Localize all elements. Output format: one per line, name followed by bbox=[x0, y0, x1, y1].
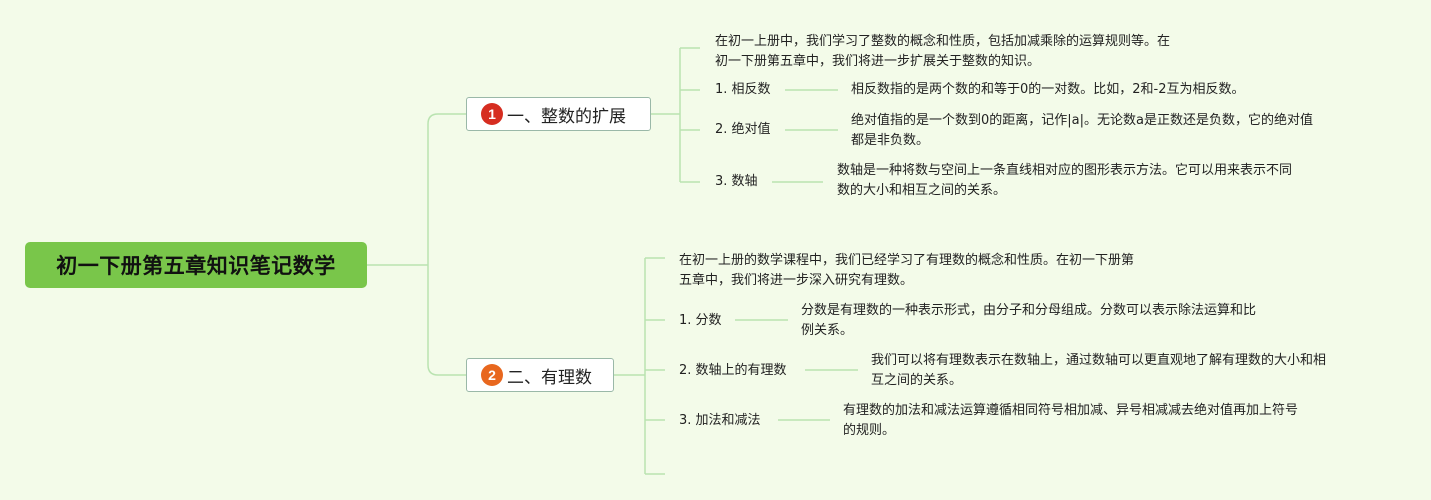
topic-addition-subtraction[interactable]: 3. 加法和减法 bbox=[679, 413, 761, 428]
branch-title: 二、有理数 bbox=[507, 367, 592, 388]
topic-desc: 有理数的加法和减法运算遵循相同符号相加减、异号相减减去绝对值再加上符号 的规则。 bbox=[843, 403, 1299, 438]
branch-intro: 在初一上册的数学课程中，我们已经学习了有理数的概念和性质。在初一下册第 五章中，… bbox=[679, 253, 1135, 288]
branch-title: 一、整数的扩展 bbox=[507, 106, 626, 127]
priority-1-icon: 1 bbox=[481, 103, 503, 125]
topic-number-line[interactable]: 3. 数轴 bbox=[715, 174, 758, 189]
branch-integer-extension[interactable]: 1 一、整数的扩展 bbox=[466, 97, 651, 131]
topic-absolute-value[interactable]: 2. 绝对值 bbox=[715, 122, 771, 137]
root-topic[interactable]: 初一下册第五章知识笔记数学 bbox=[25, 242, 367, 288]
topic-desc: 绝对值指的是一个数到0的距离，记作|a|。无论数a是正数还是负数，它的绝对值 都… bbox=[851, 113, 1313, 148]
topic-rationals-on-line[interactable]: 2. 数轴上的有理数 bbox=[679, 363, 787, 378]
topic-fractions[interactable]: 1. 分数 bbox=[679, 313, 722, 328]
root-topic-title: 初一下册第五章知识笔记数学 bbox=[56, 254, 336, 278]
topic-desc: 我们可以将有理数表示在数轴上，通过数轴可以更直观地了解有理数的大小和相 互之间的… bbox=[871, 353, 1327, 388]
priority-2-icon: 2 bbox=[481, 364, 503, 386]
topic-desc: 相反数指的是两个数的和等于0的一对数。比如，2和-2互为相反数。 bbox=[851, 82, 1245, 97]
branch-intro: 在初一上册中，我们学习了整数的概念和性质，包括加减乘除的运算规则等。在 初一下册… bbox=[715, 34, 1171, 69]
topic-opposite-numbers[interactable]: 1. 相反数 bbox=[715, 82, 771, 97]
topic-desc: 分数是有理数的一种表示形式，由分子和分母组成。分数可以表示除法运算和比 例关系。 bbox=[801, 303, 1257, 338]
branch-rational-numbers[interactable]: 2 二、有理数 bbox=[466, 358, 614, 392]
topic-desc: 数轴是一种将数与空间上一条直线相对应的图形表示方法。它可以用来表示不同 数的大小… bbox=[837, 163, 1293, 198]
